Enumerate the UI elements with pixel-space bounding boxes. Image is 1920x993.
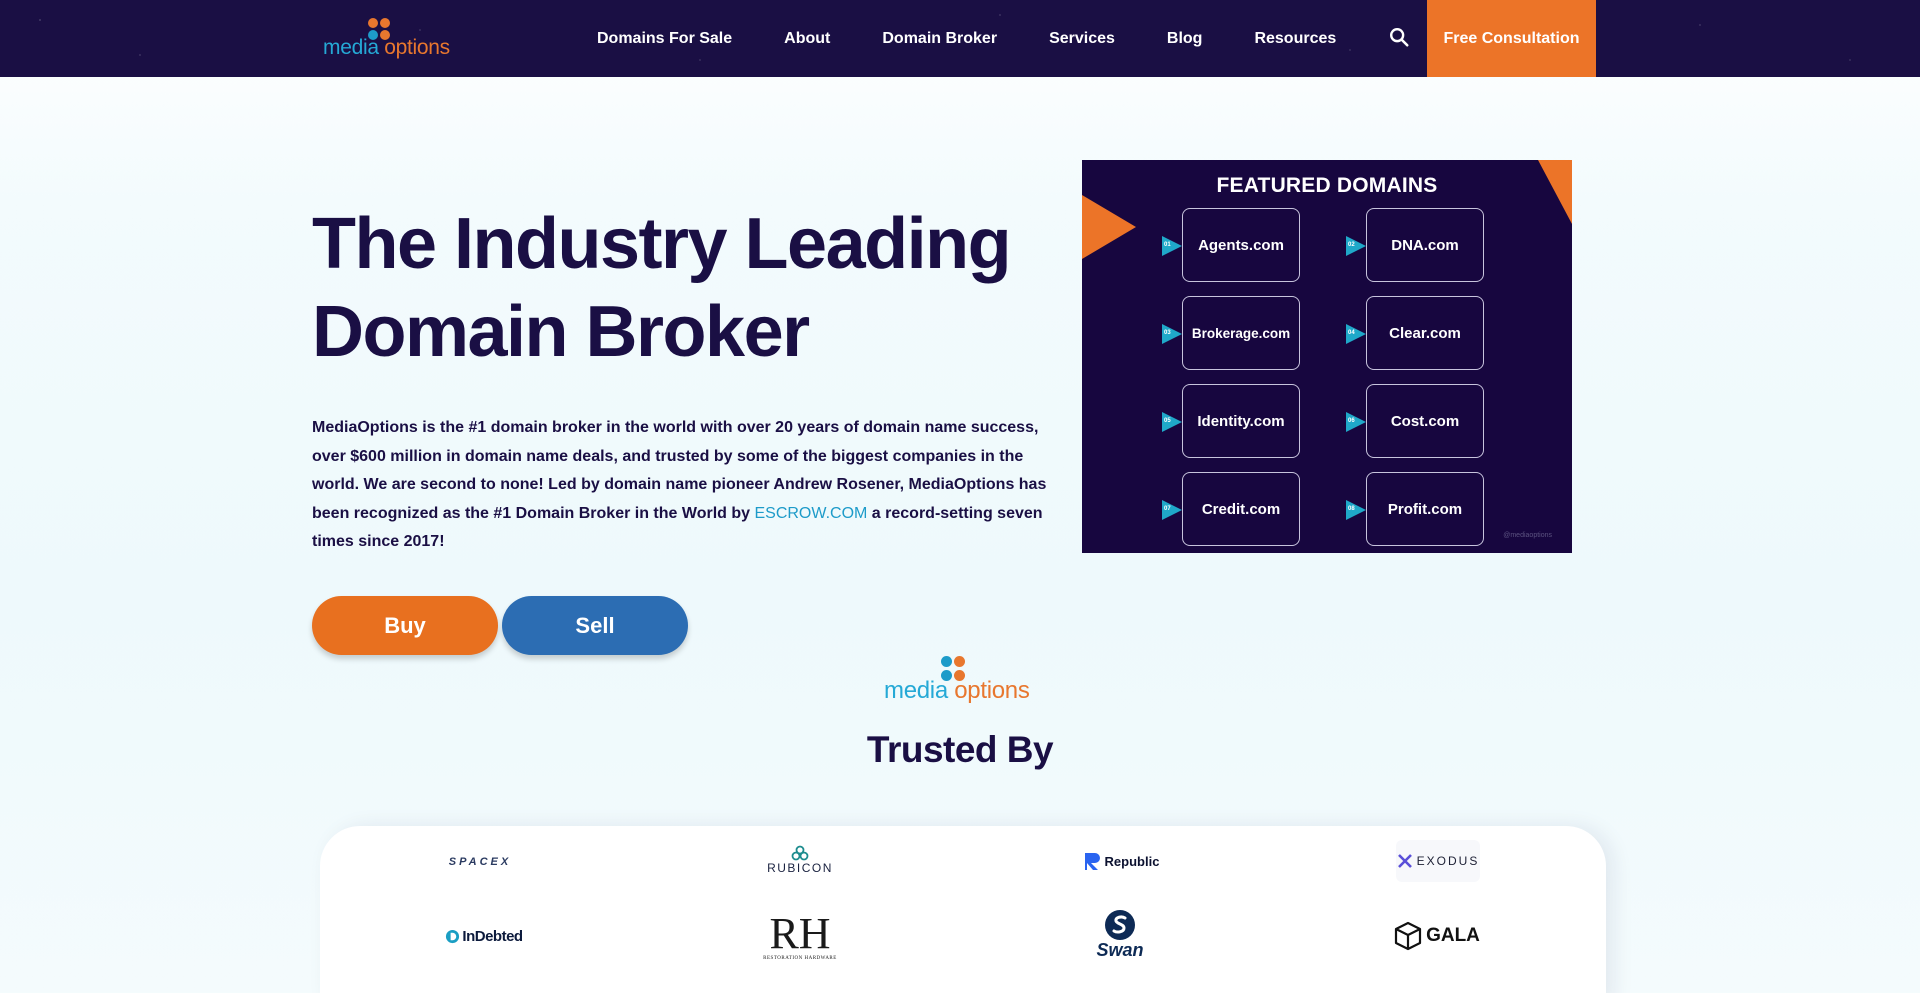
main-nav: Domains For Sale About Domain Broker Ser…	[597, 0, 1336, 77]
free-consultation-button[interactable]: Free Consultation	[1427, 0, 1596, 77]
domain-card-clear[interactable]: Clear.com	[1366, 296, 1484, 370]
featured-domains-title: FEATURED DOMAINS	[1216, 174, 1438, 197]
domain-card-dna[interactable]: DNA.com	[1366, 208, 1484, 282]
search-icon[interactable]	[1388, 26, 1410, 48]
nav-resources[interactable]: Resources	[1254, 29, 1337, 47]
republic-icon	[1084, 853, 1100, 870]
brand-logo-republic: Republic	[1076, 849, 1166, 873]
domain-number-badge: 06	[1346, 412, 1366, 432]
hero-description: MediaOptions is the #1 domain broker in …	[312, 419, 1047, 550]
brand-logo-spacex: SPACEX	[448, 856, 512, 868]
domain-number-badge: 02	[1346, 236, 1366, 256]
nav-about[interactable]: About	[784, 29, 831, 47]
domain-card-cost[interactable]: Cost.com	[1366, 384, 1484, 458]
nav-domain-broker[interactable]: Domain Broker	[882, 29, 998, 47]
site-header: media options Domains For Sale About Dom…	[0, 0, 1920, 77]
buy-button[interactable]: Buy	[312, 596, 498, 655]
domain-number-badge: 05	[1162, 412, 1182, 432]
domain-card-identity[interactable]: Identity.com	[1182, 384, 1300, 458]
nav-blog[interactable]: Blog	[1166, 29, 1203, 47]
escrow-link[interactable]: ESCROW.COM	[754, 504, 868, 522]
trusted-logos-panel	[320, 826, 1606, 993]
center-logo: media options	[884, 655, 1036, 704]
header-logo[interactable]: media options	[323, 17, 450, 61]
logo-dots-icon	[938, 655, 966, 683]
indebted-icon	[446, 929, 460, 943]
decor-triangle-right	[1538, 160, 1572, 224]
exodus-icon	[1397, 854, 1412, 868]
gala-cube-icon	[1394, 921, 1422, 951]
domain-number-badge: 04	[1346, 324, 1366, 344]
rubicon-icon	[791, 845, 809, 861]
brand-logo-indebted: InDebted	[436, 925, 532, 947]
domain-number-badge: 08	[1346, 500, 1366, 520]
brand-logo-rh: RH RESTORATION HARDWARE	[763, 908, 837, 961]
sell-button[interactable]: Sell	[502, 596, 688, 655]
logo-dots-icon	[365, 17, 391, 41]
domain-number-badge: 01	[1162, 236, 1182, 256]
brand-logo-rubicon: RUBICON	[760, 843, 840, 877]
nav-services[interactable]: Services	[1049, 29, 1115, 47]
hero-title: The Industry Leading Domain Broker	[312, 204, 1012, 372]
domain-number-badge: 07	[1162, 500, 1182, 520]
domain-number-badge: 03	[1162, 324, 1182, 344]
domain-card-profit[interactable]: Profit.com	[1366, 472, 1484, 546]
logo-text: media options	[323, 36, 450, 59]
nav-domains-for-sale[interactable]: Domains For Sale	[597, 29, 733, 47]
logo-text: media options	[884, 677, 1030, 704]
swan-icon	[1105, 910, 1135, 940]
banner-watermark: @mediaoptions	[1503, 532, 1552, 539]
domain-card-brokerage[interactable]: Brokerage.com	[1182, 296, 1300, 370]
brand-logo-gala: GALA	[1392, 920, 1482, 952]
trusted-by-title: Trusted By	[866, 729, 1054, 770]
brand-logo-swan: Swan	[1090, 906, 1150, 962]
brand-logo-exodus: EXODUS	[1396, 840, 1480, 882]
decor-triangle-left	[1082, 195, 1136, 259]
featured-domains-banner[interactable]: FEATURED DOMAINS 01 Agents.com 02 DNA.co…	[1082, 160, 1572, 553]
domain-card-agents[interactable]: Agents.com	[1182, 208, 1300, 282]
domain-card-credit[interactable]: Credit.com	[1182, 472, 1300, 546]
